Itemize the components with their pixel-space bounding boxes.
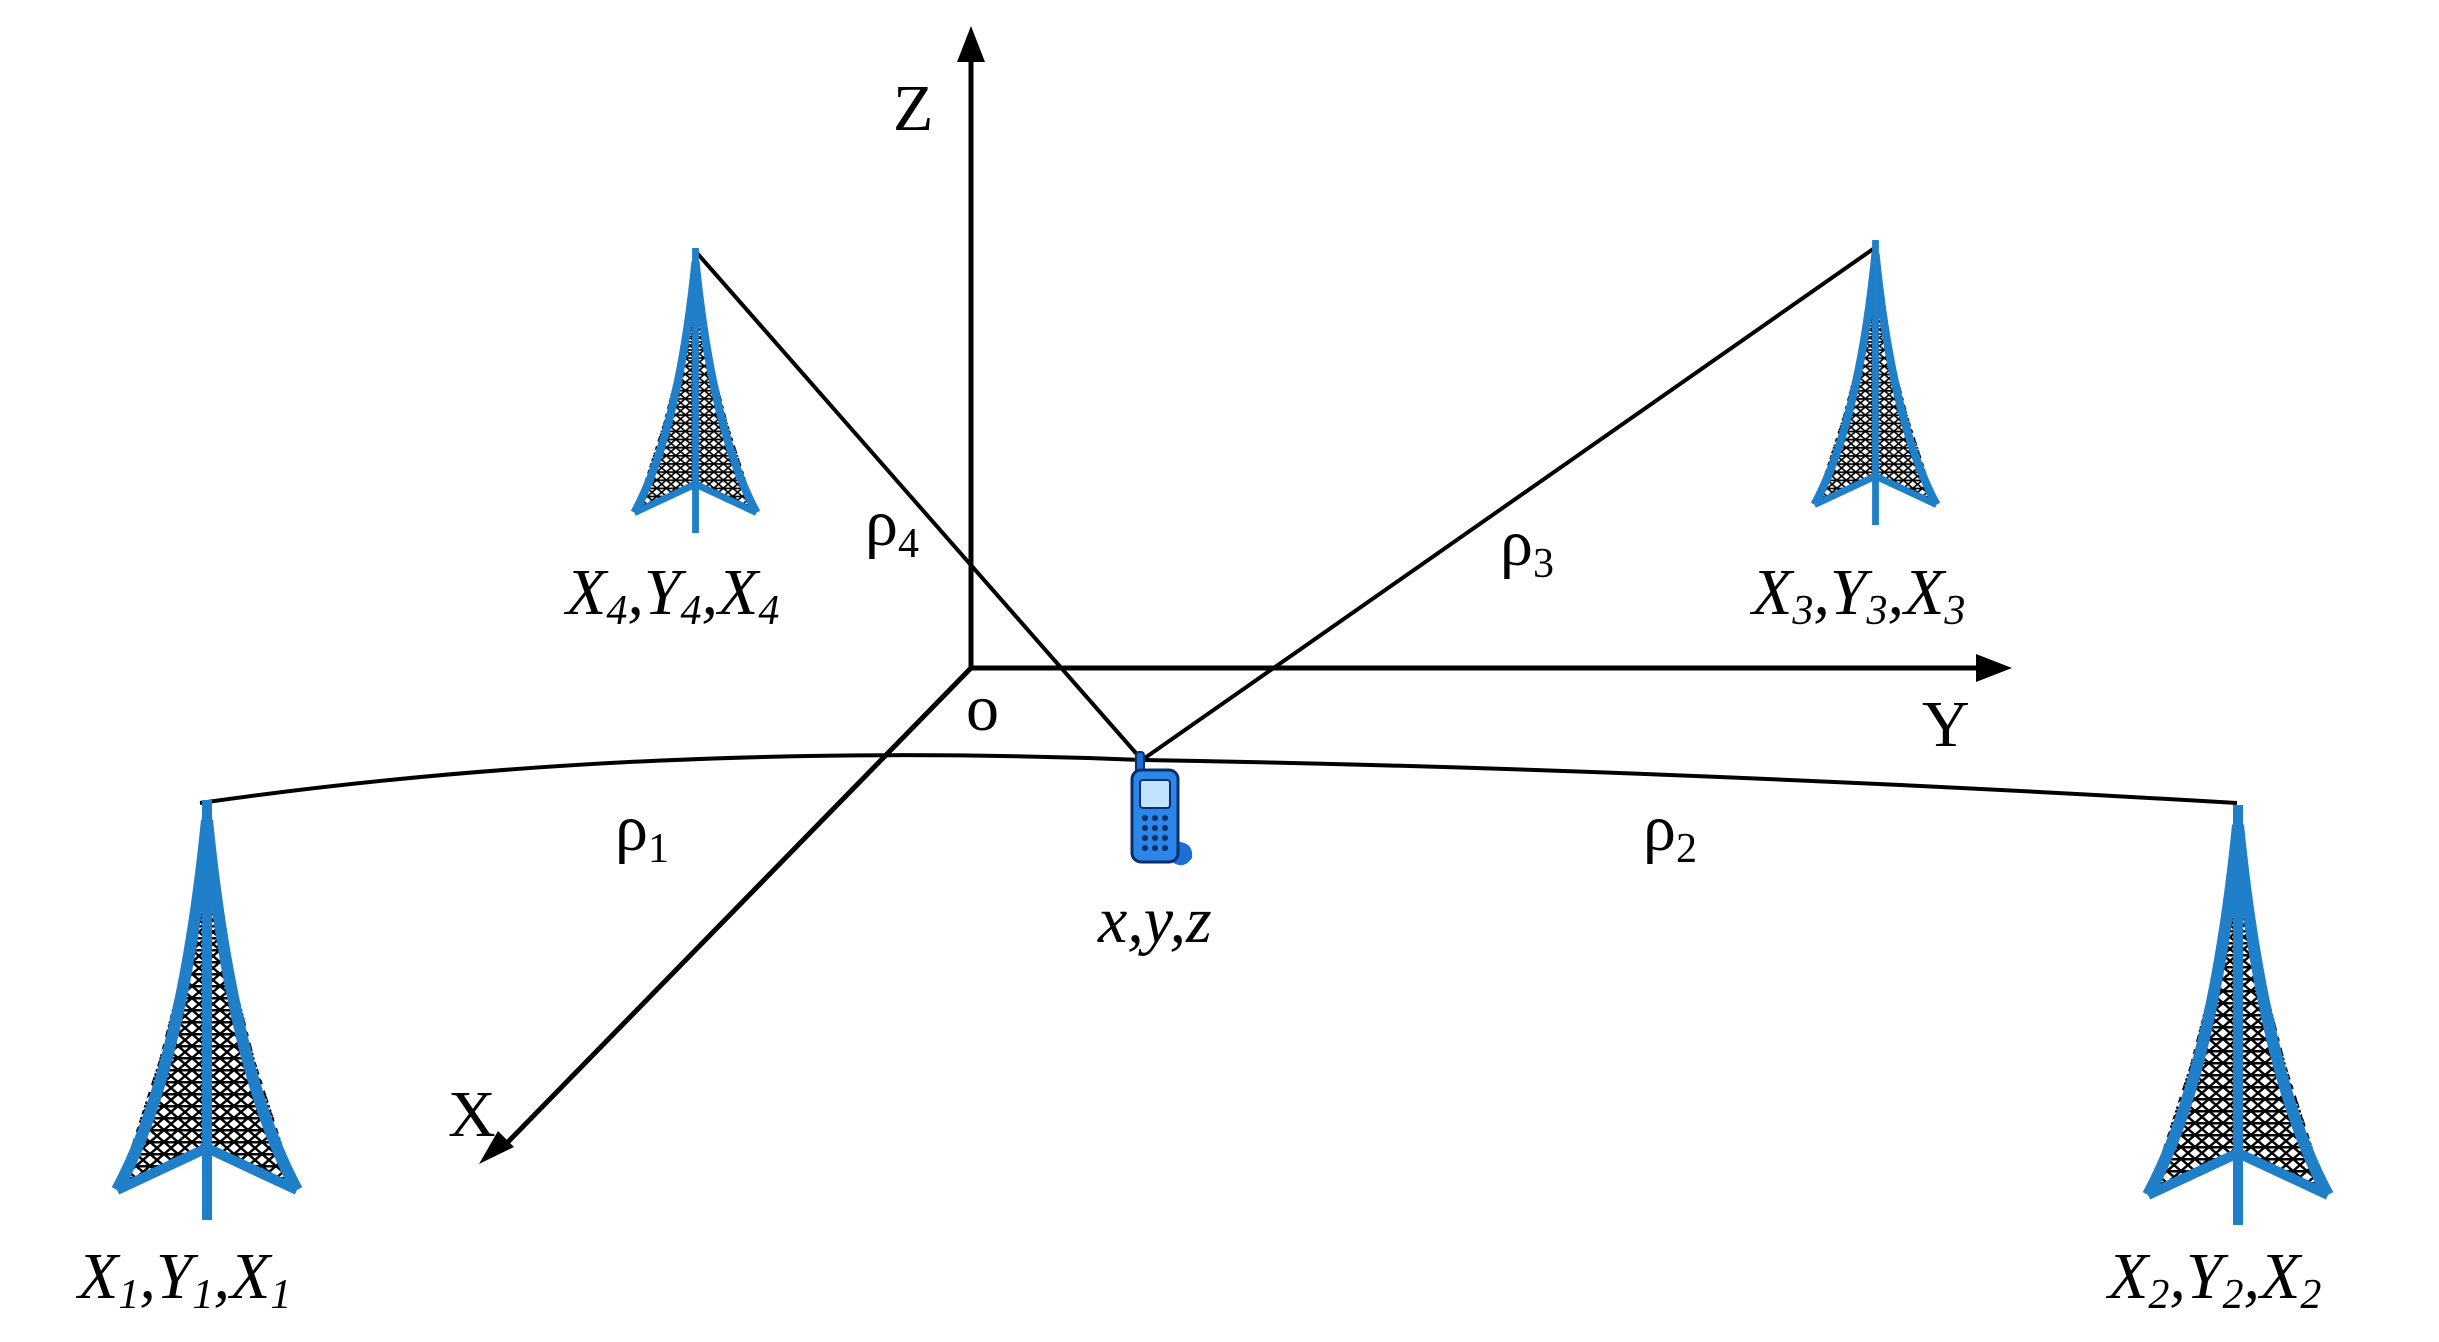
range-line-1	[199, 753, 1143, 805]
range-label-2: ρ2	[1643, 792, 1697, 872]
cell-tower-icon	[117, 800, 297, 1220]
range-line-4	[695, 251, 1144, 762]
y-axis-arrowhead	[1976, 654, 2012, 682]
x-axis-arrowhead	[479, 1131, 514, 1164]
cell-tower-icon	[634, 248, 756, 533]
range-line-3	[1140, 245, 1878, 762]
cell-tower-icon	[1814, 240, 1936, 525]
tower-2-coordinates: X2,Y2,X2	[2105, 1240, 2321, 1318]
x-axis	[503, 666, 973, 1147]
coordinate-axes	[479, 26, 2012, 1164]
range-label-4: ρ4	[865, 487, 919, 567]
range-line-2	[1141, 758, 2238, 805]
z-axis-label: Z	[893, 72, 933, 145]
y-axis-label: Y	[1922, 688, 1970, 761]
range-lines	[199, 245, 2238, 805]
x-axis-label: X	[448, 1078, 496, 1151]
receiver-coordinates: x,y,z	[1097, 884, 1212, 957]
mobile-phone-icon	[1130, 751, 1193, 866]
tower-1-coordinates: X1,Y1,X1	[75, 1240, 291, 1318]
tower-3-coordinates: X3,Y3,X3	[1749, 556, 1965, 634]
range-label-3: ρ3	[1500, 507, 1554, 587]
z-axis-arrowhead	[957, 26, 985, 62]
tower-4-coordinates: X4,Y4,X4	[563, 556, 779, 634]
range-label-1: ρ1	[615, 792, 669, 872]
origin-label: o	[966, 672, 999, 745]
cell-tower-icon	[2148, 805, 2328, 1225]
